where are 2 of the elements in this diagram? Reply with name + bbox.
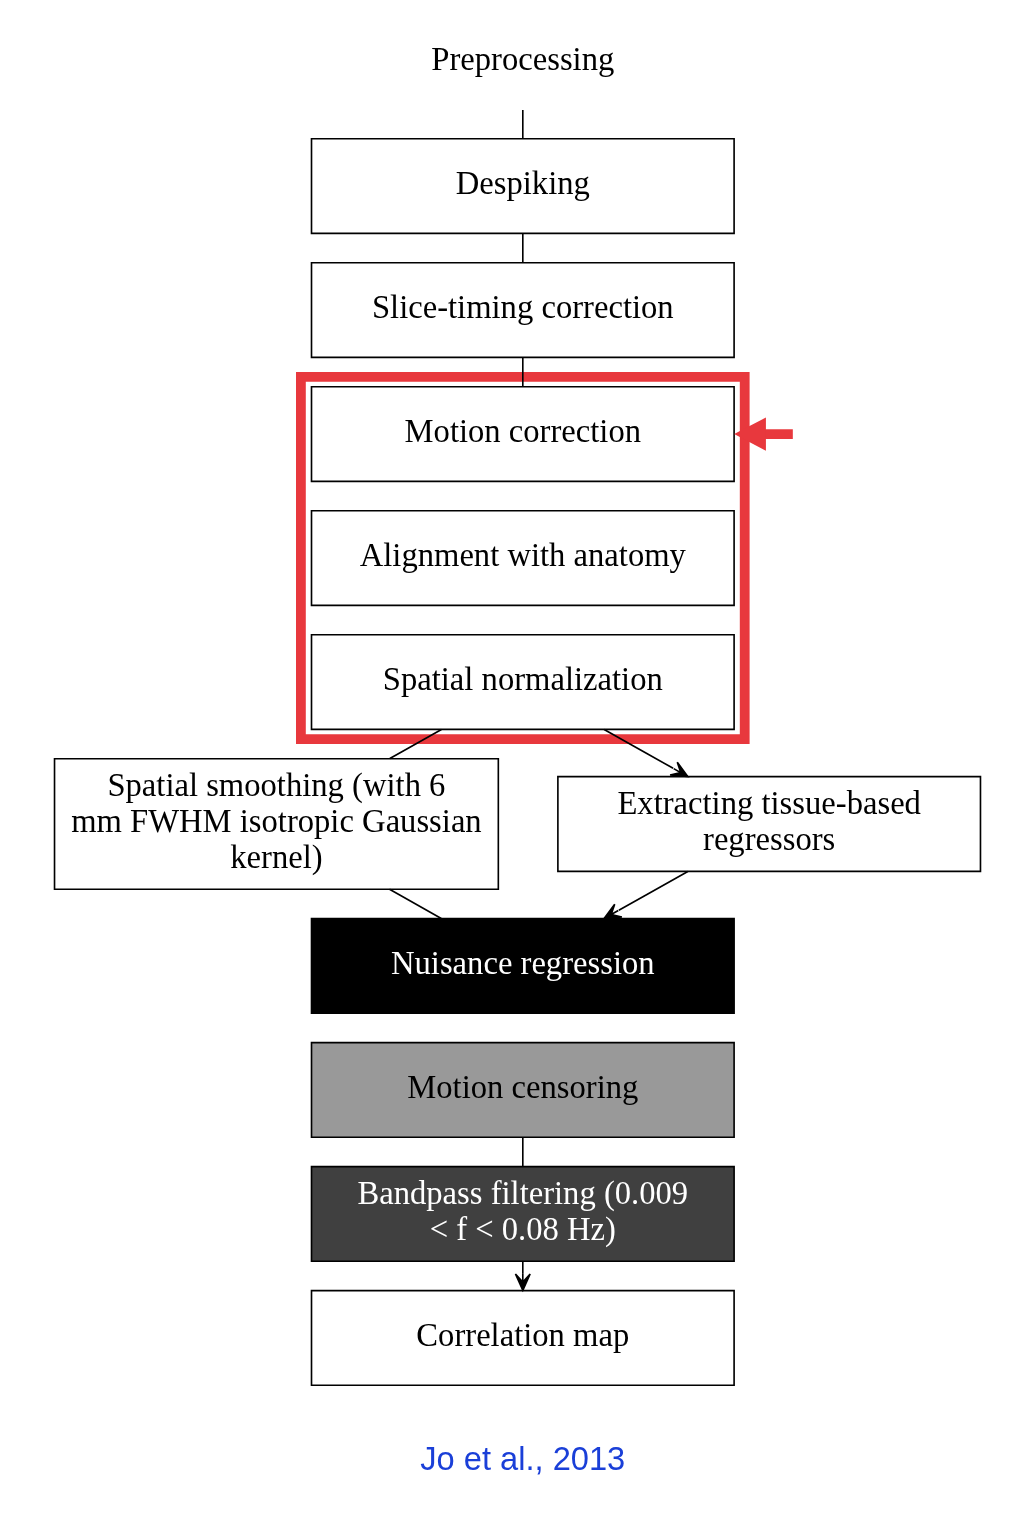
label: Jo et al., 2013: [419, 1440, 625, 1478]
node-text: Preprocessing: [430, 41, 614, 78]
